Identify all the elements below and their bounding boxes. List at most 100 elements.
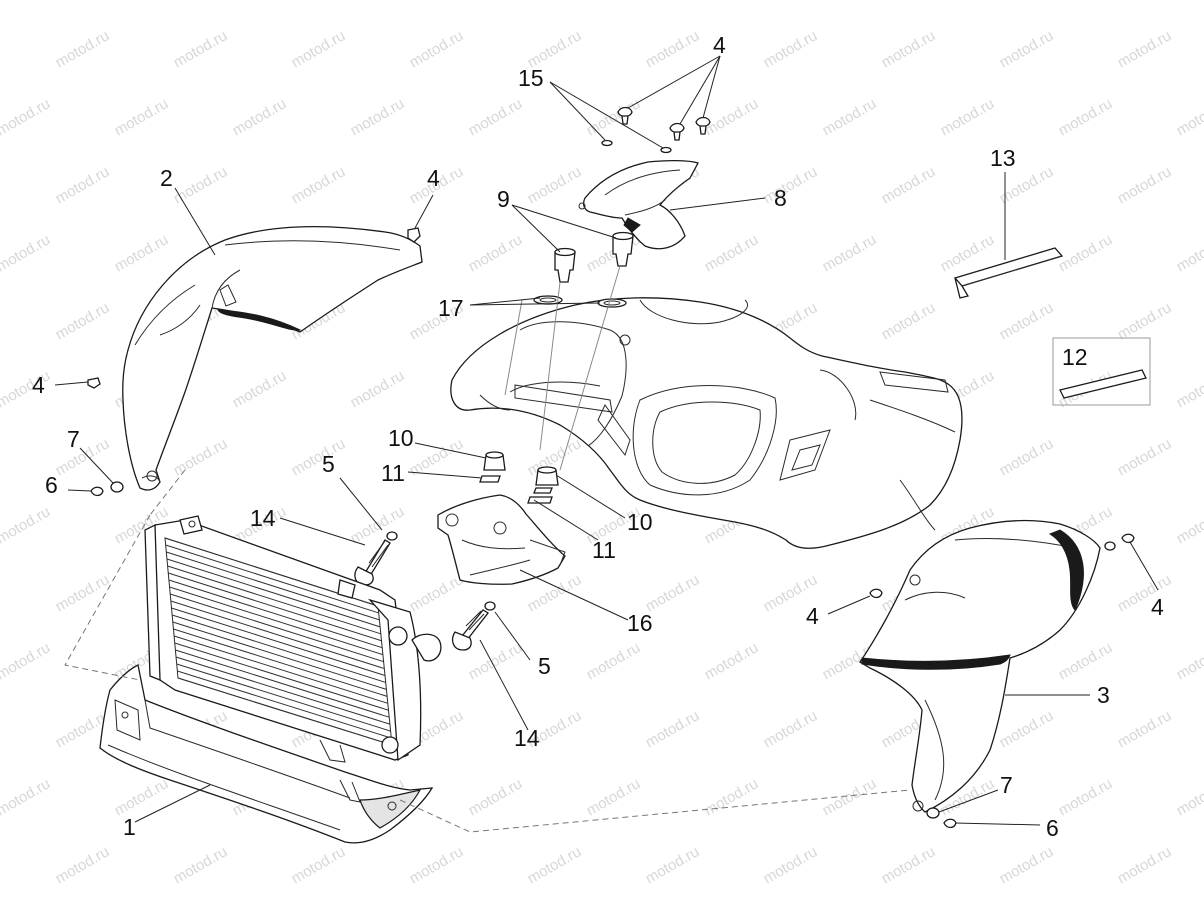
- watermark-text: motod.ru: [525, 843, 585, 887]
- watermark-text: motod.ru: [171, 843, 231, 887]
- watermark-text: motod.ru: [1056, 775, 1116, 819]
- callout-10-upper: 10: [388, 425, 414, 451]
- watermark-text: motod.ru: [348, 367, 408, 411]
- watermark-text: motod.ru: [820, 95, 880, 139]
- watermark-text: motod.ru: [53, 27, 113, 71]
- radiator-fin: [177, 670, 392, 739]
- alignment-lines: [64, 265, 911, 833]
- watermark-text: motod.ru: [230, 367, 290, 411]
- watermark-text: motod.ru: [761, 707, 821, 751]
- watermark-text: motod.ru: [584, 639, 644, 683]
- radiator-part: [144, 515, 442, 763]
- watermark-text: motod.ru: [820, 231, 880, 275]
- watermark-text: motod.ru: [348, 503, 408, 547]
- watermark-text: motod.ru: [1174, 231, 1204, 275]
- callout-3: 3: [1097, 682, 1110, 708]
- bracket-part: [437, 494, 566, 585]
- watermark-text: motod.ru: [466, 0, 526, 3]
- watermark-text: motod.ru: [466, 231, 526, 275]
- watermark-text: motod.ru: [289, 27, 349, 71]
- watermark-text: motod.ru: [0, 639, 53, 683]
- watermark-text: motod.ru: [407, 571, 467, 615]
- watermark-text: motod.ru: [584, 95, 644, 139]
- radiator-fin: [165, 544, 379, 614]
- radiator-fin: [171, 607, 386, 676]
- watermark-text: motod.ru: [0, 231, 53, 275]
- callout-7-left: 7: [67, 426, 80, 452]
- lower-spoiler-part: [99, 664, 434, 844]
- watermark-text: motod.ru: [0, 367, 53, 411]
- callout-16: 16: [627, 610, 653, 636]
- callout-labels: 1 2 3 4 4 4 4 4 5 5 6 6 7 7 8 9 10 10 11…: [32, 32, 1164, 841]
- watermark-text: motod.ru: [1056, 231, 1116, 275]
- watermark-text: motod.ru: [112, 775, 172, 819]
- watermark-text: motod.ru: [466, 775, 526, 819]
- radiator-fin: [173, 635, 388, 704]
- watermark-text: motod.ru: [407, 27, 467, 71]
- watermark-text: motod.ru: [289, 843, 349, 887]
- watermark-text: motod.ru: [348, 95, 408, 139]
- radiator-fin: [168, 579, 383, 649]
- watermark-text: motod.ru: [1056, 95, 1116, 139]
- watermark-text: motod.ru: [820, 775, 880, 819]
- watermark-text: motod.ru: [1174, 0, 1204, 3]
- callout-4-top-right: 4: [713, 32, 726, 58]
- screw-part: [87, 106, 1135, 829]
- watermark-text: motod.ru: [407, 843, 467, 887]
- watermark-text: motod.ru: [1056, 639, 1116, 683]
- radiator-fin: [175, 649, 390, 718]
- left-upper-fairing-part: [122, 225, 423, 491]
- watermark-text: motod.ru: [53, 571, 113, 615]
- watermark-text: motod.ru: [1115, 163, 1175, 207]
- watermark-text: motod.ru: [1174, 775, 1204, 819]
- watermark-text: motod.ru: [112, 231, 172, 275]
- watermark-text: motod.ru: [997, 843, 1057, 887]
- watermark-text: motod.ru: [761, 163, 821, 207]
- watermark-text: motod.ru: [1115, 707, 1175, 751]
- tank-fairing-part: [450, 297, 963, 549]
- watermark-text: motod.ru: [0, 0, 53, 3]
- callout-5-lower: 5: [538, 653, 551, 679]
- watermark-text: motod.ru: [584, 775, 644, 819]
- watermark-text: motod.ru: [53, 843, 113, 887]
- watermark-text: motod.ru: [230, 95, 290, 139]
- radiator-fin: [166, 551, 380, 621]
- watermark-text: motod.ru: [1174, 639, 1204, 683]
- callout-7-right: 7: [1000, 772, 1013, 798]
- watermark-text: motod.ru: [1115, 299, 1175, 343]
- radiator-fin: [175, 656, 391, 725]
- callout-12: 12: [1062, 344, 1088, 370]
- callout-13: 13: [990, 145, 1016, 171]
- watermark-text: motod.ru: [761, 27, 821, 71]
- o-ring-part: [533, 295, 627, 308]
- watermark-text: motod.ru: [997, 707, 1057, 751]
- watermark-text: motod.ru: [466, 639, 526, 683]
- top-cover-part: [578, 159, 699, 250]
- radiator-fin: [170, 600, 385, 670]
- watermark-text: motod.ru: [643, 707, 703, 751]
- callout-10-lower: 10: [627, 509, 653, 535]
- callout-6-left: 6: [45, 472, 58, 498]
- watermark-text: motod.ru: [702, 231, 762, 275]
- watermark-text: motod.ru: [702, 0, 762, 3]
- watermark-text: motod.ru: [938, 0, 998, 3]
- radiator-fin: [166, 558, 381, 628]
- watermark-text: motod.ru: [702, 639, 762, 683]
- watermark-text: motod.ru: [820, 0, 880, 3]
- callout-4-right-a: 4: [806, 603, 819, 629]
- grommet-part: [479, 451, 559, 504]
- watermark-text: motod.ru: [584, 0, 644, 3]
- watermark-text: motod.ru: [879, 299, 939, 343]
- watermark-text: motod.ru: [938, 95, 998, 139]
- radiator-fin: [169, 586, 384, 656]
- radiator-fin: [170, 593, 384, 663]
- sticker-12-part: [1052, 337, 1151, 406]
- callout-2: 2: [160, 165, 173, 191]
- watermark-text: motod.ru: [643, 843, 703, 887]
- callout-8: 8: [774, 185, 787, 211]
- radiator-fin: [176, 663, 391, 732]
- watermark-text: motod.ru: [761, 843, 821, 887]
- watermark-text: motod.ru: [997, 299, 1057, 343]
- callout-6-right: 6: [1046, 815, 1059, 841]
